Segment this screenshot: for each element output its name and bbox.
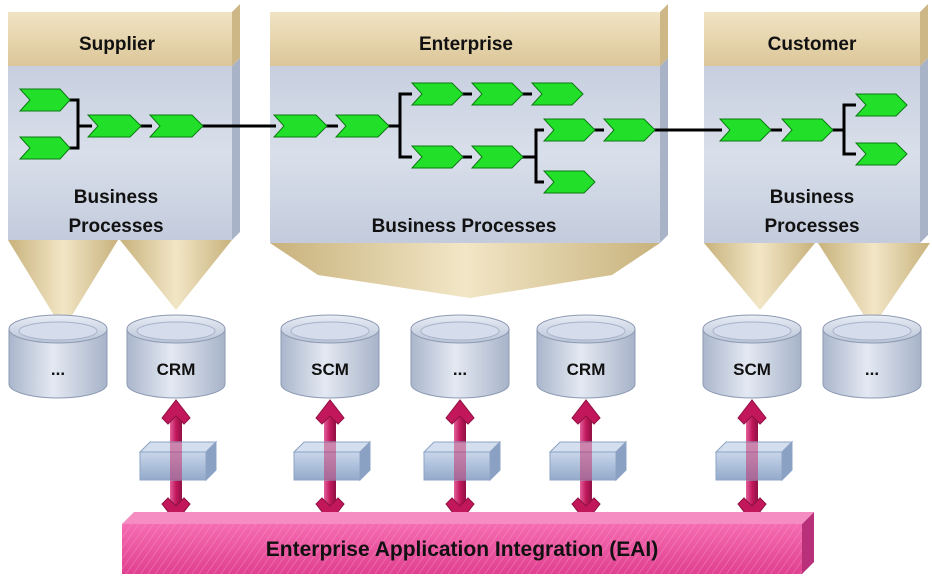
- process-step: [410, 82, 464, 106]
- customer-title: Customer: [768, 34, 857, 55]
- integration-connector: [714, 399, 794, 523]
- enterprise-title: Enterprise: [419, 34, 513, 55]
- database-cylinder: SCM: [702, 314, 802, 399]
- process-step: [272, 114, 328, 138]
- adapter-block: [548, 440, 628, 482]
- adapter-block: [138, 440, 218, 482]
- integration-connector: [138, 399, 218, 523]
- process-step: [718, 118, 772, 142]
- process-step: [148, 114, 204, 138]
- process-step: [530, 82, 584, 106]
- up-arrow-icon: [161, 399, 191, 425]
- integration-connector: [548, 399, 628, 523]
- customer-caption-line2: Processes: [764, 216, 859, 237]
- database-cylinder: CRM: [536, 314, 636, 399]
- process-step: [542, 170, 596, 194]
- funnels: [8, 240, 930, 330]
- integration-connector: [292, 399, 372, 523]
- customer-panel: Customer Business Processes: [704, 4, 928, 243]
- database-label: SCM: [733, 360, 771, 379]
- supplier-header: [8, 12, 232, 66]
- integration-connector: [422, 399, 502, 523]
- supplier-title: Supplier: [79, 34, 156, 55]
- eai-bar: Enterprise Application Integration (EAI): [122, 512, 814, 574]
- database-label: SCM: [311, 360, 349, 379]
- customer-funnel-right: [818, 243, 930, 328]
- process-step: [470, 82, 524, 106]
- enterprise-caption: Business Processes: [372, 216, 557, 237]
- customer-header: [704, 12, 920, 66]
- enterprise-funnel: [270, 243, 660, 298]
- supplier-caption-line2: Processes: [68, 216, 163, 237]
- database-cylinder: CRM: [126, 314, 226, 399]
- process-step: [18, 88, 71, 112]
- process-step: [86, 114, 142, 138]
- process-step: [602, 118, 656, 142]
- adapter-block: [714, 440, 794, 482]
- up-arrow-icon: [315, 399, 345, 425]
- process-step: [542, 118, 596, 142]
- database-cylinder: ...: [410, 314, 510, 399]
- up-arrow-icon: [571, 399, 601, 425]
- adapter-block: [292, 440, 372, 482]
- database-label: CRM: [567, 360, 606, 379]
- process-step: [780, 118, 834, 142]
- customer-funnel-left: [704, 243, 815, 310]
- connectors: [138, 399, 794, 523]
- enterprise-header: [270, 12, 660, 66]
- database-cylinder: SCM: [280, 314, 380, 399]
- databases: ... CRM SCM... CRM SCM...: [8, 314, 922, 399]
- process-steps: [18, 82, 908, 194]
- eai-bar-label: Enterprise Application Integration (EAI): [266, 538, 658, 561]
- database-cylinder: ...: [8, 314, 108, 399]
- process-step: [18, 136, 71, 160]
- database-label: ...: [51, 360, 65, 379]
- process-step: [854, 93, 908, 117]
- process-step: [470, 145, 524, 169]
- customer-caption-line1: Business: [770, 187, 854, 208]
- up-arrow-icon: [445, 399, 475, 425]
- adapter-block: [422, 440, 502, 482]
- database-label: ...: [865, 360, 879, 379]
- supplier-funnel-right: [120, 240, 232, 310]
- database-label: ...: [453, 360, 467, 379]
- process-step: [334, 114, 390, 138]
- supplier-caption-line1: Business: [74, 187, 158, 208]
- up-arrow-icon: [737, 399, 767, 425]
- process-step: [410, 145, 464, 169]
- database-cylinder: ...: [822, 314, 922, 399]
- process-step: [854, 142, 908, 166]
- supplier-funnel-left: [8, 240, 118, 330]
- database-label: CRM: [157, 360, 196, 379]
